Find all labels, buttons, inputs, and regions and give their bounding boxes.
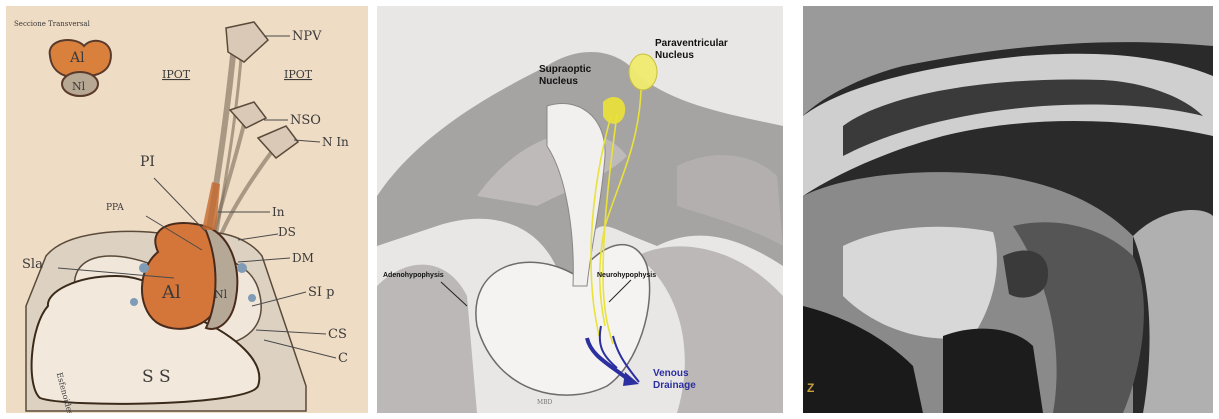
hand-drawn-pituitary-sketch: Al Nl Seccione Transversal [6,6,368,413]
pituitary-region [1003,250,1048,297]
illustration-canvas: Supraoptic Nucleus Paraventricular Nucle… [377,6,783,413]
label-paraventricular-line-2: Nucleus [655,50,694,61]
sketch-canvas: Al Nl Seccione Transversal [6,6,368,413]
label-dm: DM [292,251,314,265]
label-venous-line-2: Drainage [653,380,696,391]
corner-note: Seccione Transversal [14,20,91,28]
label-cs: CS [328,327,347,342]
label-ss: S S [142,367,171,387]
label-neurohypophysis: Neurohypophysis [597,272,656,279]
label-paraventricular-line-1: Paraventricular [655,38,728,49]
label-adenohypophysis: Adenohypophysis [383,272,444,279]
label-ipot-left: IPOT [162,68,191,81]
label-nl: Nl [214,288,228,301]
label-supraoptic-line-2: Nucleus [539,76,578,87]
label-in: In [272,205,285,219]
label-venous-drainage: Venous Drainage [653,368,696,391]
label-sla: Sla [22,257,43,272]
sagittal-mri-scan: Z [803,6,1213,413]
label-venous-line-1: Venous [653,368,689,379]
mri-canvas: Z [803,6,1213,413]
nucleus-nin [258,126,298,158]
label-supraoptic-line-1: Supraoptic [539,64,592,75]
mri-corner-mark: Z [807,381,814,395]
cross-section-label-al: Al [69,50,85,66]
label-nso: NSO [290,113,321,128]
label-nin: N In [322,135,349,149]
paraventricular-nucleus-shape [629,54,657,90]
cross-section-label-nl: Nl [72,80,86,93]
label-al: Al [161,282,181,303]
label-ds: DS [278,225,296,239]
pituitary-illustration: Supraoptic Nucleus Paraventricular Nucle… [377,6,783,413]
label-pi: PI [140,154,155,170]
artist-signature: MBD [537,399,553,406]
label-ipot-right: IPOT [284,68,313,81]
label-slp: SI p [308,285,335,300]
label-npv: NPV [292,29,322,44]
supraoptic-nucleus-shape [603,97,625,124]
label-c: C [338,351,348,366]
label-ppa: PPA [106,203,124,213]
